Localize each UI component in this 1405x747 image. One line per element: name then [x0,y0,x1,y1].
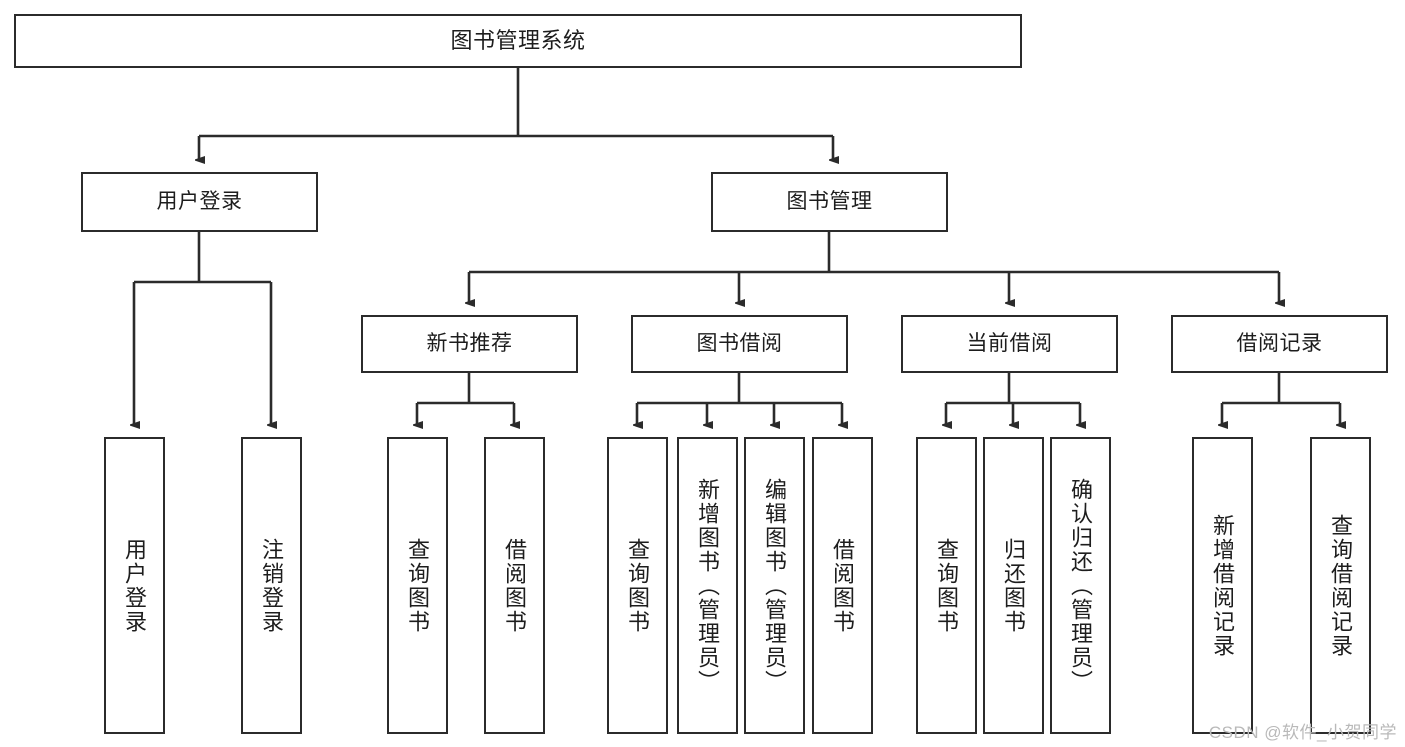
node-book-borrow[interactable]: 图书借阅 [631,315,848,373]
node-label: 图书管理 [786,190,873,214]
node-leaf-add-book[interactable]: 新增图书（管理员） [677,437,738,734]
node-label: 用户登录 [122,537,148,634]
node-label: 用户登录 [156,190,243,214]
node-user-login[interactable]: 用户登录 [81,172,318,232]
node-leaf-edit-book[interactable]: 编辑图书（管理员） [744,437,805,734]
watermark-text: CSDN @软件_小贺同学 [1208,723,1397,742]
node-label: 确认归还（管理员） [1068,477,1094,694]
node-leaf-confirm-return[interactable]: 确认归还（管理员） [1050,437,1111,734]
node-leaf-query-book-rec[interactable]: 查询图书 [387,437,448,734]
node-label: 借阅记录 [1236,332,1323,356]
node-leaf-add-record[interactable]: 新增借阅记录 [1192,437,1253,734]
node-label: 新书推荐 [426,332,513,356]
node-label: 借阅图书 [502,537,528,634]
node-label: 新增图书（管理员） [695,477,721,694]
node-label: 注销登录 [259,537,285,634]
node-leaf-borrow-book-rec[interactable]: 借阅图书 [484,437,545,734]
node-leaf-logout[interactable]: 注销登录 [241,437,302,734]
node-label: 当前借阅 [966,332,1053,356]
node-label: 图书管理系统 [450,27,586,53]
node-book-manage[interactable]: 图书管理 [711,172,948,232]
node-leaf-query-record[interactable]: 查询借阅记录 [1310,437,1371,734]
node-label: 查询借阅记录 [1328,513,1354,658]
node-label: 借阅图书 [830,537,856,634]
node-leaf-query-book-cb[interactable]: 查询图书 [916,437,977,734]
node-leaf-query-book-bb[interactable]: 查询图书 [607,437,668,734]
node-label: 新增借阅记录 [1210,513,1236,658]
node-label: 查询图书 [405,537,431,634]
node-leaf-return-book[interactable]: 归还图书 [983,437,1044,734]
node-leaf-borrow-book-bb[interactable]: 借阅图书 [812,437,873,734]
node-label: 查询图书 [625,537,651,634]
node-leaf-user-login[interactable]: 用户登录 [104,437,165,734]
node-new-book-rec[interactable]: 新书推荐 [361,315,578,373]
node-label: 编辑图书（管理员） [762,477,788,694]
node-label: 查询图书 [934,537,960,634]
node-borrow-record[interactable]: 借阅记录 [1171,315,1388,373]
node-label: 归还图书 [1001,537,1027,634]
node-current-borrow[interactable]: 当前借阅 [901,315,1118,373]
node-label: 图书借阅 [696,332,783,356]
node-root[interactable]: 图书管理系统 [14,14,1022,68]
